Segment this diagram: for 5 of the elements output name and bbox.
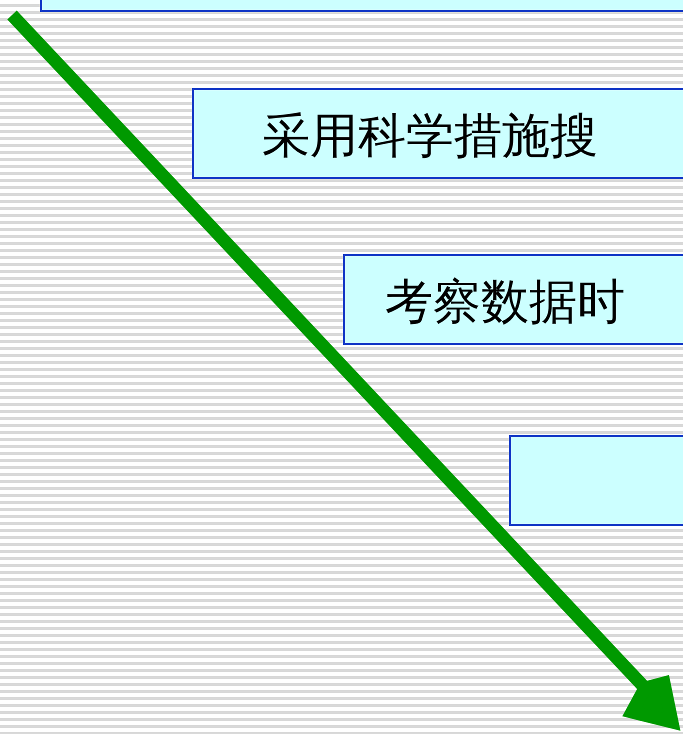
text-box xyxy=(343,254,683,345)
text-box xyxy=(192,88,683,179)
box-text: 考察数据时 xyxy=(385,273,625,332)
box-text: 采用科学措施搜 xyxy=(262,107,598,166)
text-box xyxy=(509,435,683,526)
